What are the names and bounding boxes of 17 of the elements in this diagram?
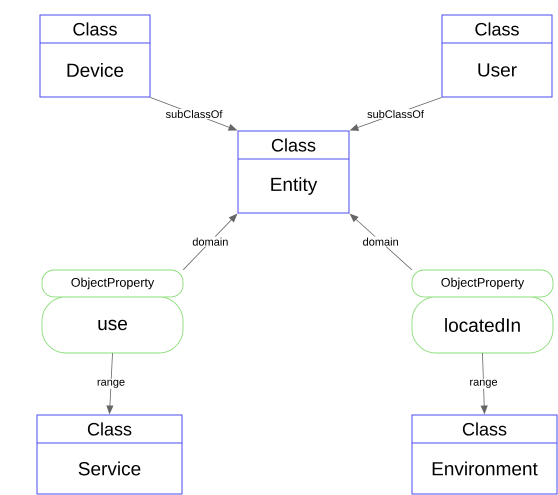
class-box: Class Entity (238, 130, 350, 214)
property-box: ObjectProperty locatedIn (412, 270, 554, 354)
edge-label: subClassOf (366, 108, 425, 120)
edge-label: subClassOf (164, 108, 224, 120)
class-box: Class User (442, 14, 552, 98)
edge-label: range (96, 378, 126, 389)
class-box: Class Device (40, 14, 150, 98)
node-label: ObjectProperty (71, 278, 154, 290)
edge-label: range (468, 378, 499, 389)
edge-label: domain (191, 236, 230, 247)
node-label: ObjectProperty (441, 278, 524, 290)
arrow (182, 214, 238, 270)
class-box: Class Environment (412, 414, 558, 494)
class-box: Class Service (36, 414, 182, 494)
arrow (350, 214, 412, 270)
edge-label: domain (362, 236, 400, 247)
property-box: ObjectProperty use (42, 270, 184, 354)
